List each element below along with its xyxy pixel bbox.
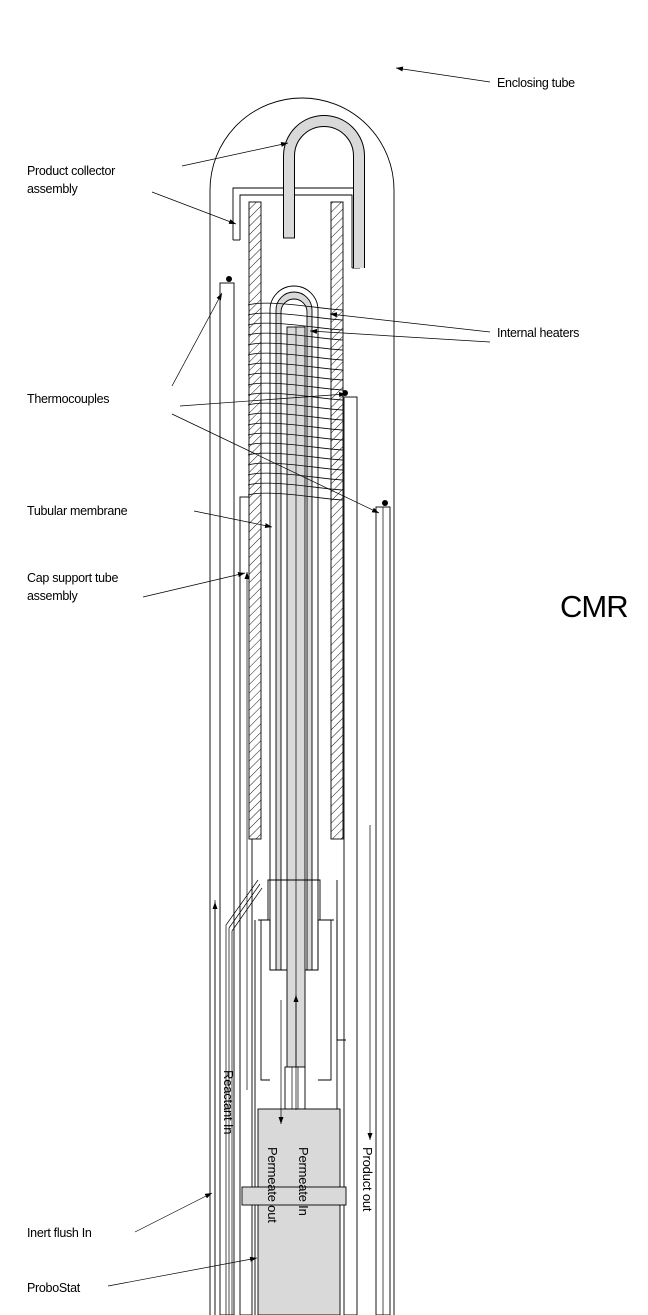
leader-lines (107, 66, 491, 1287)
right-middle-tube (343, 396, 358, 1315)
heater-coil-winding (247, 462, 344, 471)
label-inert-flush-in: Inert flush In (27, 1226, 92, 1240)
heater-coil-winding (247, 392, 344, 401)
heater-coil-winding (247, 442, 344, 451)
heater-coil-winding (247, 302, 344, 311)
thermocouple-bead-1 (226, 276, 232, 282)
lower-fitting-left (254, 879, 300, 1315)
heater-coil-winding (247, 492, 344, 501)
label-probostat: ProboStat (27, 1281, 81, 1295)
heater-coil-winding (247, 332, 344, 341)
label-cap-support-2: assembly (27, 589, 78, 603)
label-product-collector-2: assembly (27, 182, 78, 196)
outer-support-tube (214, 282, 235, 1315)
heater-coil-winding (247, 382, 344, 391)
reactant-feed-lines (212, 879, 263, 1315)
heater-coil-winding (247, 432, 344, 441)
label-product-out: Product out (360, 1147, 375, 1212)
label-enclosing-tube: Enclosing tube (497, 76, 575, 90)
heater-coil-winding (247, 372, 344, 381)
enclosing-tube (209, 97, 395, 1315)
heater-coil-winding (247, 312, 344, 321)
heater-coil-winding (247, 342, 344, 351)
heater-coil-winding (247, 472, 344, 481)
heater-coil-winding (247, 402, 344, 411)
heater-coil-winding (247, 362, 344, 371)
heater-coil-winding (247, 422, 344, 431)
heater-coil-winding (247, 412, 344, 421)
label-cap-support-1: Cap support tube (27, 571, 118, 585)
cap-support-walls (248, 201, 344, 840)
internal-heaters (247, 302, 344, 501)
heater-coil-winding (247, 352, 344, 361)
label-internal-heaters: Internal heaters (497, 326, 579, 340)
permeate-rod (286, 326, 306, 1068)
label-product-collector-1: Product collector (27, 164, 115, 178)
label-tubular-membrane: Tubular membrane (27, 504, 128, 518)
label-thermocouples: Thermocouples (27, 392, 109, 406)
thermocouple-bead-3 (382, 500, 388, 506)
label-reactant-in: Reactant In (221, 1070, 236, 1134)
heater-coil-winding (247, 482, 344, 491)
label-permeate-in: Permeate In (296, 1147, 311, 1216)
probostat-base (241, 1066, 347, 1315)
product-collector-assembly (232, 115, 365, 269)
product-out-tube (375, 506, 391, 1315)
heater-coil-winding (247, 322, 344, 331)
diagram-title: CMR (560, 589, 628, 624)
label-permeate-out: Permeate out (265, 1147, 280, 1223)
